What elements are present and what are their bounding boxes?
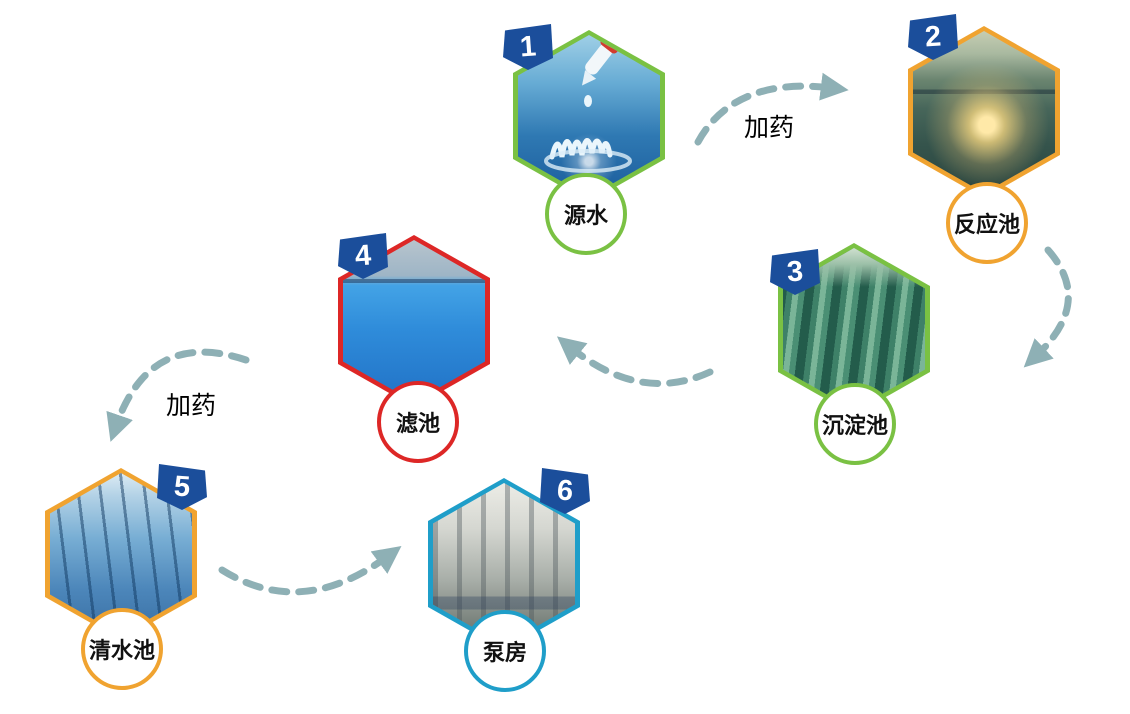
process-node-source-water: 1 源水 xyxy=(503,24,665,255)
step-number: 5 xyxy=(172,469,192,504)
arrow-reaction-to-sedimentation xyxy=(1023,246,1072,368)
arrow-source-to-reaction xyxy=(694,72,849,146)
node-label-circle: 泵房 xyxy=(464,610,546,692)
node-label: 源水 xyxy=(563,203,608,228)
step-number: 2 xyxy=(923,19,943,54)
node-label-circle: 沉淀池 xyxy=(814,383,896,465)
step-number: 6 xyxy=(555,473,575,508)
node-label: 反应池 xyxy=(953,212,1020,237)
process-node-pump-house: 6 泵房 xyxy=(428,468,590,692)
node-label: 清水池 xyxy=(88,638,155,663)
process-node-reaction-basin: 2 反应池 xyxy=(908,14,1060,264)
arrow-clearwater-to-pump xyxy=(218,545,402,596)
step-number: 1 xyxy=(518,29,538,64)
step-number: 3 xyxy=(785,254,805,289)
edge-label-dosing-1: 加药 xyxy=(744,114,795,142)
arrow-sedimentation-to-filter xyxy=(556,336,714,387)
node-label-circle: 源水 xyxy=(545,173,627,255)
process-node-clear-water-basin: 5 清水池 xyxy=(45,464,207,690)
step-number: 4 xyxy=(353,238,373,273)
arrow-filter-to-clearwater xyxy=(106,348,250,442)
node-label-circle: 滤池 xyxy=(377,381,459,463)
node-label-circle: 反应池 xyxy=(946,182,1028,264)
node-label: 滤池 xyxy=(395,411,440,436)
process-node-sedimentation-basin: 3 沉淀池 xyxy=(770,243,930,465)
node-label: 沉淀池 xyxy=(821,413,888,438)
node-label-circle: 清水池 xyxy=(81,608,163,690)
edge-label-dosing-2: 加药 xyxy=(166,392,217,420)
node-label: 泵房 xyxy=(482,640,527,665)
process-node-filter-basin: 4 滤池 xyxy=(338,233,490,463)
